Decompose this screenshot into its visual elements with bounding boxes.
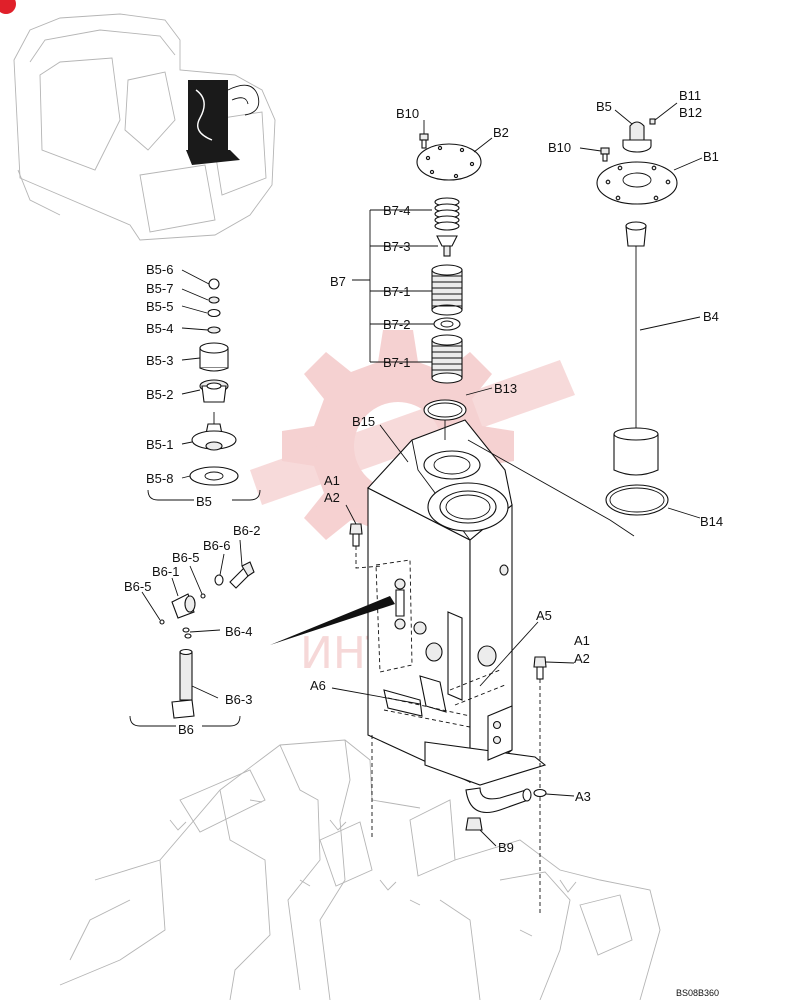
cover-b1	[596, 157, 703, 205]
label-b6-3: B6-3	[225, 692, 252, 707]
label-a1-right: A1	[574, 633, 590, 648]
label-b6-5-upper: B6-5	[172, 550, 199, 565]
cover-b2	[416, 137, 493, 181]
part-b5-6	[208, 278, 220, 290]
bolt-b11	[649, 102, 678, 125]
upper-frame-ghost	[59, 739, 661, 1000]
part-b6-5-right	[200, 593, 206, 599]
leader-b14-tank	[467, 439, 635, 537]
part-b6-6	[214, 574, 224, 586]
label-b5-7: B5-7	[146, 281, 173, 296]
part-b5-3	[199, 342, 229, 372]
bolt-b10-left	[419, 120, 429, 149]
b6-exploded-set	[129, 539, 255, 727]
label-a3: A3	[575, 789, 591, 804]
callout-arrow	[270, 596, 395, 645]
part-b6-5-left	[159, 619, 165, 625]
part-b6-2	[229, 561, 255, 589]
leader-a1-left	[345, 504, 357, 525]
label-b6-6: B6-6	[203, 538, 230, 553]
label-b15: B15	[352, 414, 375, 429]
label-b6-group: B6	[178, 722, 194, 737]
part-b5-7	[208, 296, 220, 304]
filter-b7-1-lower	[431, 334, 463, 384]
label-b5-6: B5-6	[146, 262, 173, 277]
part-b6-3	[171, 648, 195, 719]
b5-exploded-set	[147, 269, 261, 501]
part-b5-2	[199, 379, 229, 403]
label-b7-2: B7-2	[383, 317, 410, 332]
excavator-inset	[13, 13, 276, 241]
label-b5-5: B5-5	[146, 299, 173, 314]
part-b6-4	[182, 627, 192, 639]
label-b5-group: B5	[196, 494, 212, 509]
label-b7-3: B7-3	[383, 239, 410, 254]
leader-b15	[379, 424, 409, 463]
label-b7: B7	[330, 274, 346, 289]
valve-b7-3	[436, 235, 458, 257]
label-a1-left: A1	[324, 473, 340, 488]
bolt-a1-left	[349, 523, 383, 569]
part-b6-1	[171, 593, 196, 619]
leader-a1-right	[545, 661, 575, 664]
label-b5-cap: B5	[596, 99, 612, 114]
label-a2-left: A2	[324, 490, 340, 505]
spring-b7-4	[434, 197, 460, 231]
leader-a3	[545, 793, 575, 797]
label-a5: A5	[536, 608, 552, 623]
level-float-b4	[613, 221, 701, 476]
callout-labels: B10 B2 B7-4 B7-3 B7 B7-1 B7-2 B7-1 B13 B…	[124, 88, 723, 998]
label-b5-3: B5-3	[146, 353, 173, 368]
drawing-code: BS08B360	[676, 988, 719, 998]
corner-badge-icon	[0, 0, 16, 14]
label-b5-4: B5-4	[146, 321, 173, 336]
label-b7-1-upper: B7-1	[383, 284, 410, 299]
tank-highlight	[188, 80, 228, 152]
bolt-a1-right	[533, 656, 547, 790]
fuel-tank-body	[367, 419, 547, 831]
cap-b5	[614, 109, 652, 153]
label-b1: B1	[703, 149, 719, 164]
label-b5-1: B5-1	[146, 437, 173, 452]
label-b6-5-lower: B6-5	[124, 579, 151, 594]
part-b5-5	[207, 308, 221, 318]
label-b10-left: B10	[396, 106, 419, 121]
label-b9: B9	[498, 840, 514, 855]
drain-plug	[465, 817, 483, 831]
leader-a6	[331, 687, 421, 705]
strainer-stack-b7	[352, 197, 463, 384]
part-b5-8	[189, 466, 239, 486]
bolt-b10-right	[579, 147, 610, 162]
label-a6: A6	[310, 678, 326, 693]
leader-b9	[479, 829, 497, 847]
label-b11: B11	[679, 88, 701, 103]
label-b13: B13	[494, 381, 517, 396]
label-b4: B4	[703, 309, 719, 324]
label-b7-4: B7-4	[383, 203, 410, 218]
filter-b7-1-upper	[431, 264, 463, 316]
label-b2: B2	[493, 125, 509, 140]
label-b6-2: B6-2	[233, 523, 260, 538]
label-b10-right: B10	[548, 140, 571, 155]
label-a2-right: A2	[574, 651, 590, 666]
label-b12: B12	[679, 105, 702, 120]
part-b5-4	[207, 326, 221, 334]
washer-a3	[533, 788, 547, 798]
leader-a5	[479, 621, 539, 687]
label-b7-1-lower: B7-1	[383, 355, 410, 370]
o-ring-b14	[605, 484, 701, 519]
label-b14: B14	[700, 514, 723, 529]
level-sensor-internal	[375, 559, 506, 706]
washer-b7-2	[433, 317, 461, 331]
label-b6-1: B6-1	[152, 564, 179, 579]
part-b5-1	[191, 412, 237, 451]
label-b6-4: B6-4	[225, 624, 252, 639]
label-b5-2: B5-2	[146, 387, 173, 402]
label-b5-8: B5-8	[146, 471, 173, 486]
